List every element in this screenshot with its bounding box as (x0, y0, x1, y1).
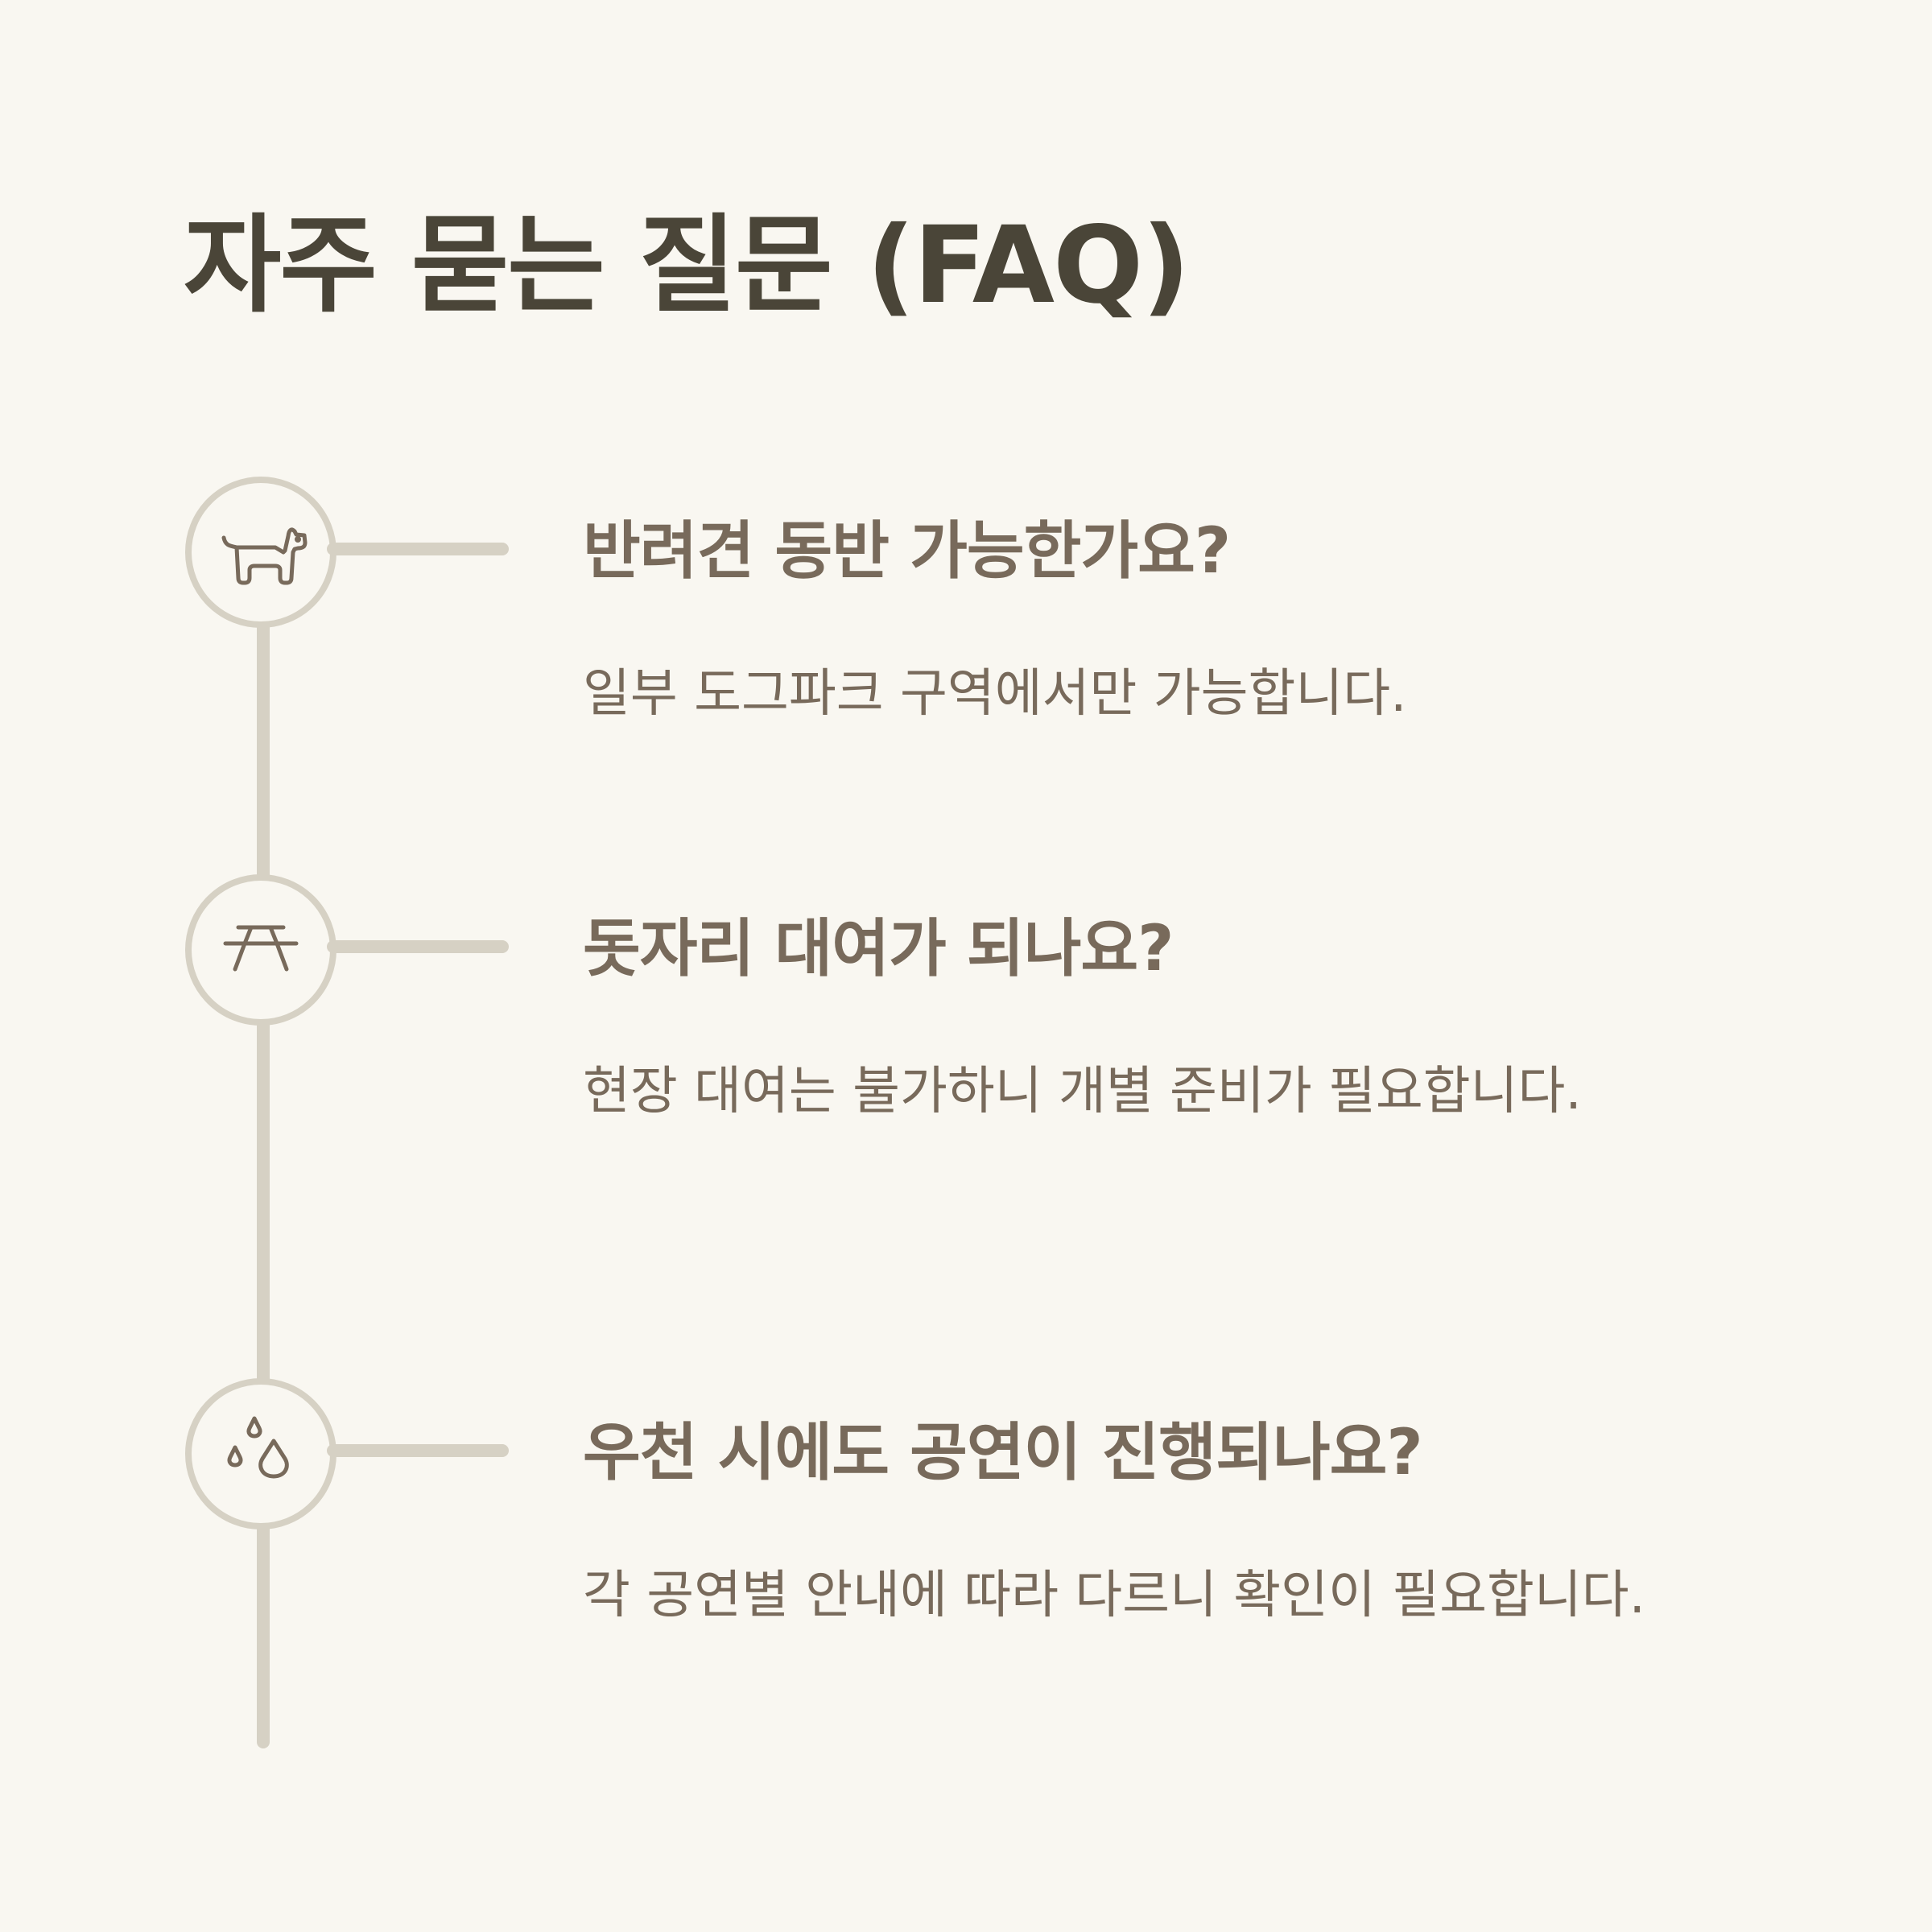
faq-question-2: 돗자리 대여가 되나요? (583, 913, 1174, 985)
faq-answer-3: 각 공연별 안내에 따라 다르니 확인이 필요합니다. (583, 1566, 1646, 1625)
page-title: 자주 묻는 질문 (FAQ) (184, 204, 1191, 328)
faq-connector-1 (327, 543, 509, 555)
faq-node-2 (185, 874, 336, 1026)
faq-question-1: 반려견 동반 가능한가요? (583, 515, 1231, 588)
faq-connector-2 (327, 940, 509, 953)
dog-icon (221, 527, 308, 585)
faq-node-1 (185, 477, 336, 628)
faq-connector-3 (327, 1444, 509, 1457)
rain-drops-icon (227, 1416, 289, 1479)
picnic-table-icon (223, 925, 299, 972)
faq-question-3: 우천 시에도 공연이 진행되나요? (583, 1417, 1423, 1489)
faq-answer-2: 현장 대여는 불가하니 개별 준비가 필요합니다. (583, 1062, 1582, 1121)
faq-answer-1: 일부 도그파크 구역에서만 가능합니다. (583, 664, 1407, 724)
faq-node-3 (185, 1378, 336, 1530)
timeline-line (257, 564, 270, 1748)
